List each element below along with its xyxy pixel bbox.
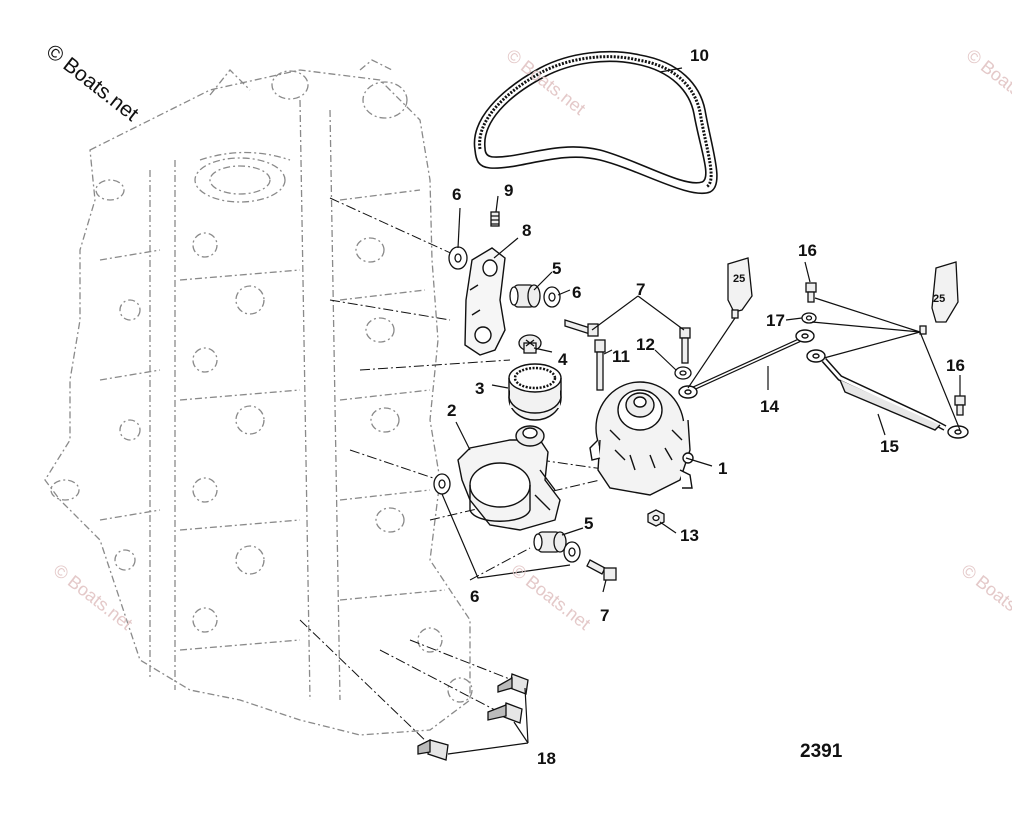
long-bolt-11	[594, 339, 606, 391]
grease-tube-right: 25	[919, 261, 959, 335]
engine-block	[44, 59, 473, 736]
callout-17: 17	[766, 311, 785, 330]
callout-15: 15	[880, 437, 899, 456]
screw-16-right	[954, 395, 966, 416]
callout-2: 2	[447, 401, 457, 420]
bolt-4	[518, 334, 542, 354]
callout-6-top: 6	[452, 185, 462, 204]
screw-16-top	[805, 282, 817, 303]
callout-16-top: 16	[798, 241, 817, 260]
callout-leaders	[441, 67, 961, 755]
callout-3: 3	[475, 379, 485, 398]
callout-12: 12	[636, 335, 655, 354]
washer-6-mid	[543, 286, 561, 308]
callout-6-mid: 6	[572, 283, 582, 302]
callout-7-top: 7	[636, 280, 646, 299]
belt-tensioner-2	[457, 425, 561, 531]
mounting-bracket	[464, 247, 506, 356]
washer-12	[674, 366, 692, 380]
callout-16-right: 16	[946, 356, 965, 375]
drive-belt	[473, 50, 718, 195]
callout-8: 8	[522, 221, 532, 240]
washer-6-bottom	[563, 541, 581, 563]
callout-13: 13	[680, 526, 699, 545]
callout-1: 1	[718, 459, 728, 478]
bushing-5-lower	[533, 531, 567, 553]
callout-9: 9	[504, 181, 514, 200]
washer-6-low	[433, 473, 451, 495]
tube-label-left: 25	[733, 273, 745, 285]
screw-9	[490, 211, 500, 227]
leader-lines	[299, 197, 611, 746]
callout-5-lower: 5	[584, 514, 594, 533]
callout-4: 4	[558, 350, 568, 369]
alternator-1	[589, 381, 694, 496]
cable-14	[678, 329, 815, 399]
callout-14: 14	[760, 397, 779, 416]
idler-pulley-3	[508, 363, 562, 421]
callout-6-lower: 6	[470, 587, 480, 606]
tube-label-right: 25	[933, 293, 945, 305]
callout-18: 18	[537, 749, 556, 768]
callout-7-lower: 7	[600, 606, 610, 625]
callout-5-upper: 5	[552, 259, 562, 278]
figure-number: 2391	[800, 741, 843, 762]
callout-11: 11	[612, 347, 630, 366]
cable-15	[806, 349, 969, 439]
callout-10: 10	[690, 46, 709, 65]
plugs-18	[417, 673, 529, 761]
washer-6-top	[448, 246, 468, 270]
bushing-5-upper	[509, 284, 541, 308]
grease-tube-left: 25	[727, 257, 753, 319]
washer-17	[801, 312, 817, 324]
